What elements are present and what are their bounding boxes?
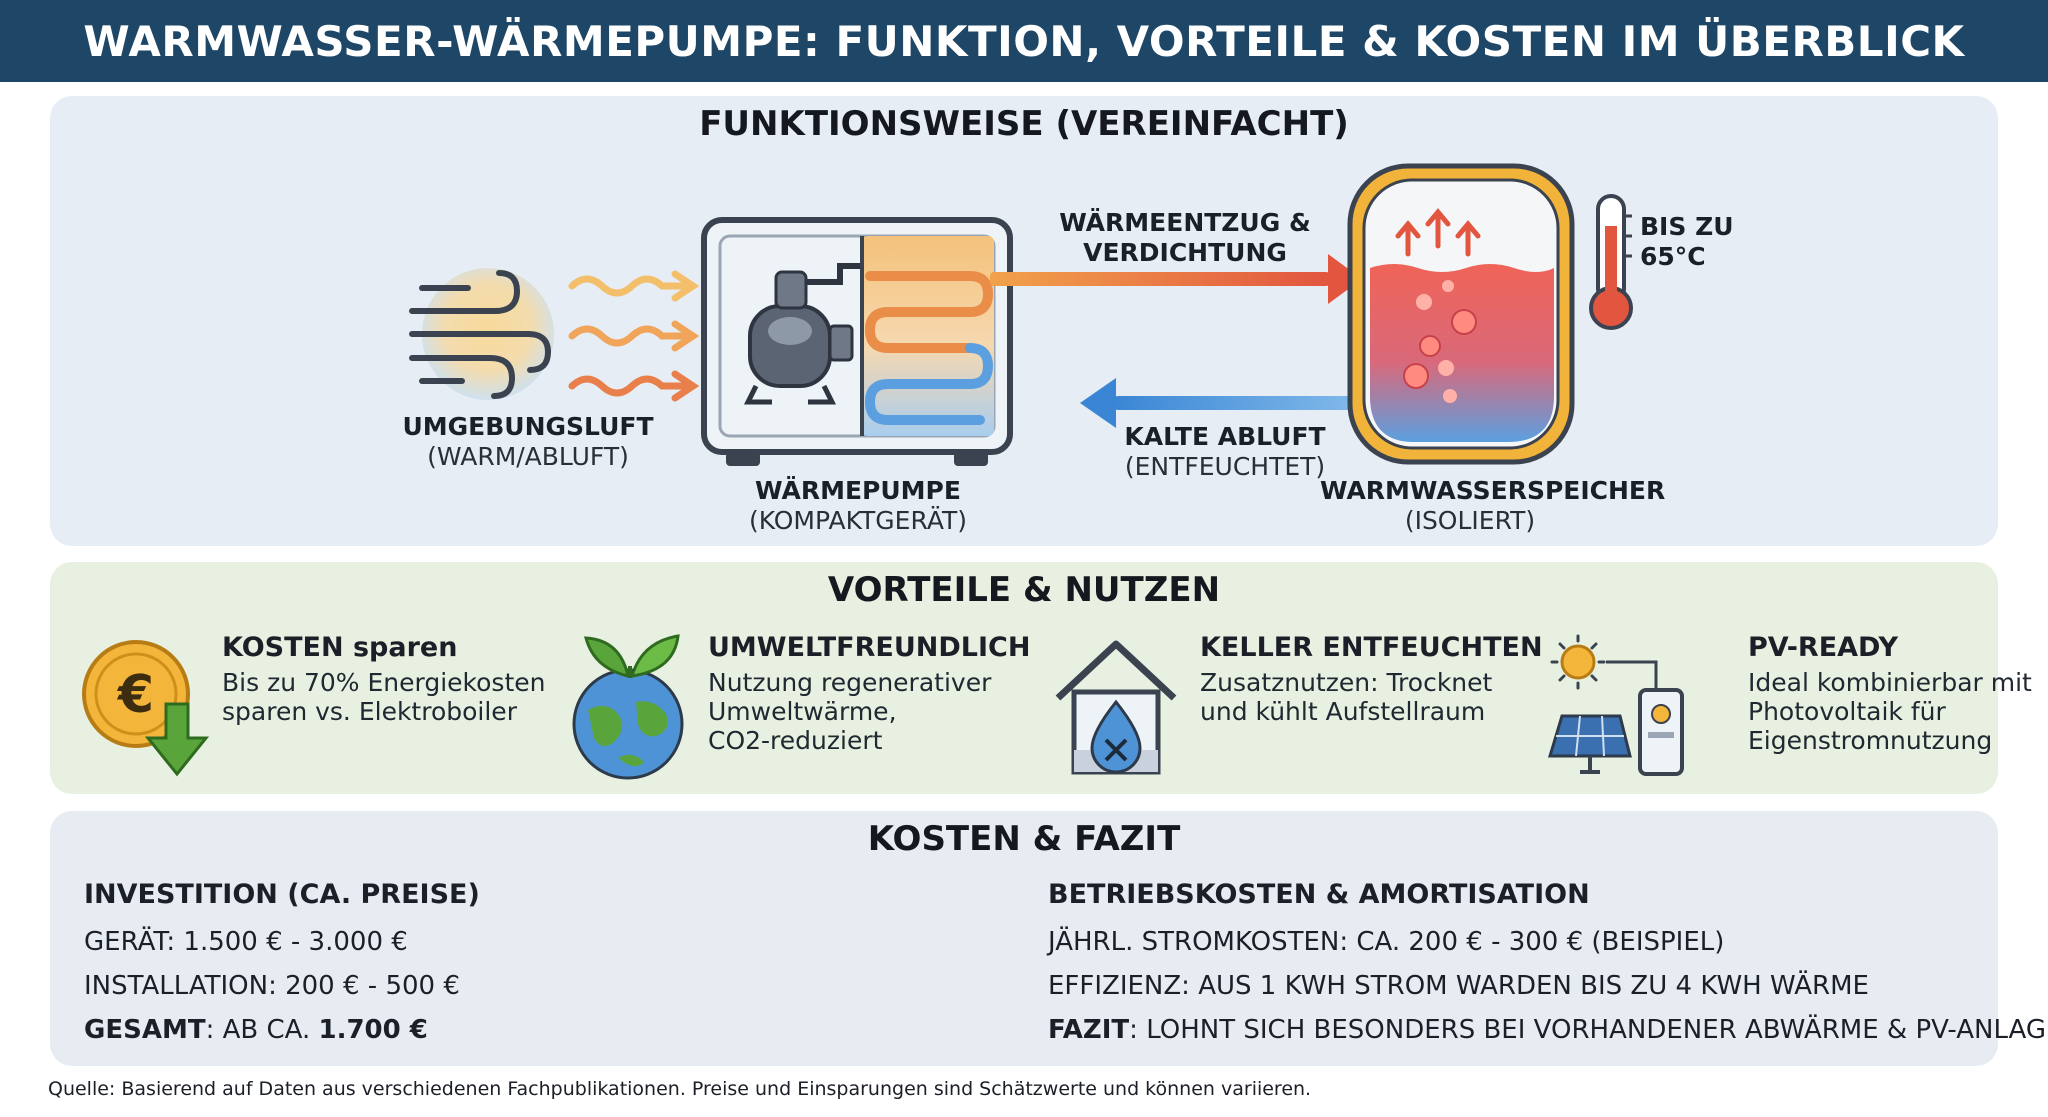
cold-exhaust-label: KALTE ABLUFT (ENTFEUCHTET) <box>1124 422 1326 481</box>
function-panel: FUNKTIONSWEISE (VEREINFACHT) <box>50 96 1998 546</box>
feature-description: Nutzung regenerativer Umweltwärme, CO2-r… <box>708 668 992 755</box>
conclusion: FAZIT: LOHNT SICH BESONDERS BEI VORHANDE… <box>1048 1015 2048 1045</box>
tank-label: WARMWASSERSPEICHER (ISOLIERT) <box>1320 476 1666 535</box>
annual-power-cost: JÄHRL. STROMKOSTEN: CA. 200 € - 300 € (B… <box>1048 927 1725 957</box>
function-title: FUNKTIONSWEISE (VEREINFACHT) <box>699 104 1349 144</box>
warm-flow-arrow <box>990 254 1362 304</box>
operation-column: BETRIEBSKOSTEN & AMORTISATION JÄHRL. STR… <box>1048 879 2048 1052</box>
total-cost: GESAMT: AB CA. 1.700 € <box>84 1015 428 1045</box>
advantages-title: VORTEILE & NUTZEN <box>827 570 1221 610</box>
efficiency: EFFIZIENZ: AUS 1 KWH STROM WARDEN BIS ZU… <box>1048 971 1869 1001</box>
feature-title: PV-READY <box>1748 632 1899 663</box>
ambient-air-icon <box>409 268 554 400</box>
investment-heading: INVESTITION (CA. PREISE) <box>84 879 480 910</box>
header-bar: WARMWASSER-WÄRMEPUMPE: FUNKTION, VORTEIL… <box>0 0 2048 82</box>
heat-pump-label: WÄRMEPUMPE (KOMPAKTGERÄT) <box>748 476 968 535</box>
feature-cost-savings: € KOSTEN sparen Bis zu 70% Energiekosten… <box>80 632 550 782</box>
page-title: WARMWASSER-WÄRMEPUMPE: FUNKTION, VORTEIL… <box>83 16 1965 66</box>
hot-water-tank-icon <box>1347 163 1575 465</box>
feature-title: KELLER ENTFEUCHTEN <box>1200 632 1543 663</box>
thermometer-icon <box>1589 194 1633 330</box>
feature-description: Ideal kombinierbar mit Photovoltaik für … <box>1748 668 2032 755</box>
advantages-panel: VORTEILE & NUTZEN € KOSTEN sparen Bis zu… <box>50 562 2032 794</box>
installation-cost: INSTALLATION: 200 € - 500 € <box>84 971 460 1001</box>
investment-column: INVESTITION (CA. PREISE) GERÄT: 1.500 € … <box>84 879 480 1052</box>
feature-description: Zusatznutzen: Trocknet und kühlt Aufstel… <box>1200 668 1493 726</box>
device-cost: GERÄT: 1.500 € - 3.000 € <box>84 927 408 957</box>
heat-extraction-label: WÄRMEENTZUG & VERDICHTUNG <box>1059 208 1311 267</box>
feature-pv-ready: PV-READY Ideal kombinierbar mit Photovol… <box>1544 632 2032 782</box>
cold-flow-arrow <box>1080 378 1404 428</box>
max-temperature-label: BIS ZU 65°C <box>1640 212 1734 271</box>
feature-title: KOSTEN sparen <box>222 632 458 663</box>
earth-leaves-icon <box>572 634 684 780</box>
euro-savings-icon: € <box>82 640 210 777</box>
intake-airflow-arrows <box>568 270 700 402</box>
solar-pv-icon <box>1547 634 1684 776</box>
heat-pump-unit-icon <box>701 217 1013 466</box>
ambient-air-label: UMGEBUNGSLUFT (WARM/ABLUFT) <box>402 412 654 471</box>
feature-eco-friendly: UMWELTFREUNDLICH Nutzung regenerativer U… <box>566 632 1030 782</box>
svg-text:€: € <box>117 665 154 725</box>
heat-exchanger-coil-icon <box>864 271 994 425</box>
costs-panel: KOSTEN & FAZIT INVESTITION (CA. PREISE) … <box>50 811 2048 1066</box>
source-note: Quelle: Basierend auf Daten aus verschie… <box>48 1078 1312 1100</box>
feature-title: UMWELTFREUNDLICH <box>708 632 1031 663</box>
costs-title: KOSTEN & FAZIT <box>867 819 1181 859</box>
house-drop-icon <box>1055 640 1177 775</box>
feature-description: Bis zu 70% Energiekosten sparen vs. Elek… <box>222 668 546 726</box>
compressor-icon <box>743 263 860 405</box>
operation-heading: BETRIEBSKOSTEN & AMORTISATION <box>1048 879 1590 910</box>
feature-basement-dehumidify: KELLER ENTFEUCHTEN Zusatznutzen: Trockne… <box>1052 632 1543 782</box>
function-diagram <box>409 163 1633 466</box>
